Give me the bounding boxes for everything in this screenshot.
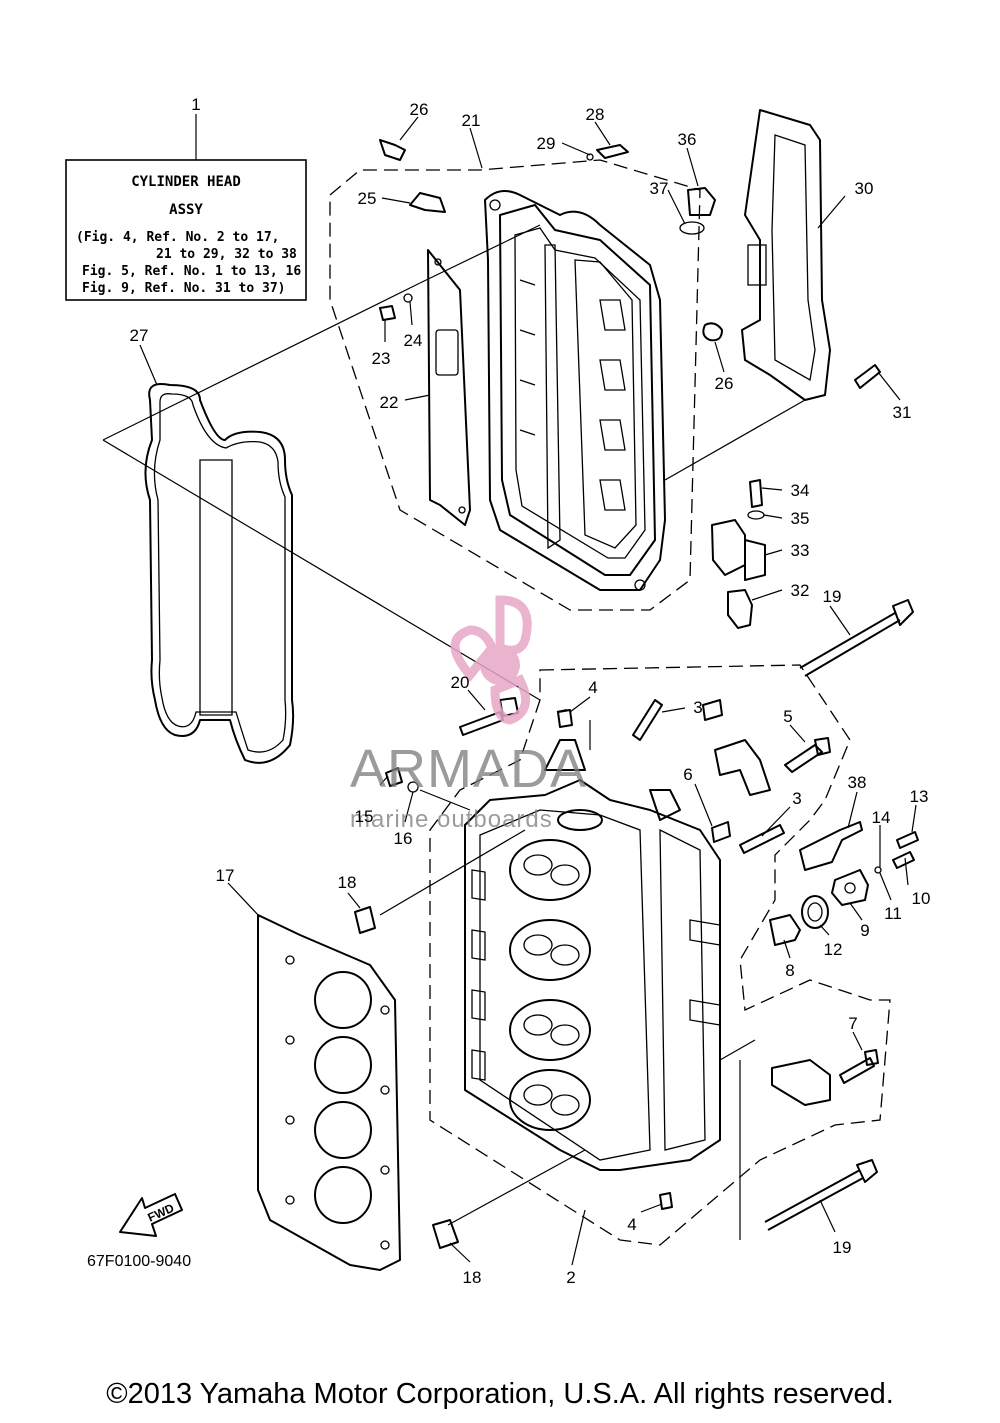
alignment-lines [102,224,806,1240]
callout-37: 37 [650,179,669,198]
fasteners-top [379,139,723,342]
anode-cover-plate [427,249,471,526]
callout-19: 19 [833,1238,852,1257]
callout-1: 1 [191,95,200,114]
copyright-notice: ©2013 Yamaha Motor Corporation, U.S.A. A… [106,1378,894,1410]
cover-gasket [144,383,295,764]
callout-14: 14 [872,808,891,827]
info-box-subtitle: ASSY [169,202,203,218]
mounting-bracket [741,109,881,401]
callout-20: 20 [451,673,470,692]
info-box-ref-line: 21 to 29, 32 to 38 [156,247,297,262]
info-box-ref-line: (Fig. 4, Ref. No. 2 to 17, [76,230,280,245]
callout-36: 36 [678,130,697,149]
callout-13: 13 [910,787,929,806]
callout-21: 21 [462,111,481,130]
forward-arrow-icon: FWD [119,1193,183,1237]
info-box-ref-line: Fig. 5, Ref. No. 1 to 13, 16 [82,264,301,279]
callout-6: 6 [683,765,692,784]
callout-9: 9 [860,921,869,940]
callout-38: 38 [848,773,867,792]
assembly-info-box: CYLINDER HEAD ASSY (Fig. 4, Ref. No. 2 t… [65,114,307,301]
callout-12: 12 [824,940,843,959]
callout-31: 31 [893,403,912,422]
watermark-tagline: marine outboards [350,806,553,833]
callout-15: 15 [355,807,374,826]
callout-numbers: 1 2 3 3 4 4 5 6 7 8 9 10 11 12 13 14 15 … [130,95,931,1287]
callout-8: 8 [785,961,794,980]
cylinder-head-gasket [257,914,401,1271]
callout-4: 4 [627,1215,636,1234]
callout-17: 17 [216,866,235,885]
callout-24: 24 [404,331,423,350]
callout-32: 32 [791,581,810,600]
fasteners-middle [354,697,831,1249]
long-bolts [764,599,914,1231]
callout-10: 10 [912,889,931,908]
watermark-logo [450,595,532,725]
callout-19: 19 [823,587,842,606]
callout-11: 11 [884,904,902,923]
callout-27: 27 [130,326,149,345]
callout-23: 23 [372,349,391,368]
callout-4: 4 [588,678,597,697]
fasteners-right [702,699,919,1106]
callout-2: 2 [566,1268,575,1287]
callout-29: 29 [537,134,556,153]
callout-3: 3 [693,698,702,717]
callout-3: 3 [792,789,801,808]
sensor-assembly [711,479,766,629]
callout-22: 22 [380,393,399,412]
callout-25: 25 [358,189,377,208]
info-box-title: CYLINDER HEAD [131,174,241,190]
callout-leaders [139,116,917,1266]
callout-18: 18 [338,873,357,892]
info-box-ref-line: Fig. 9, Ref. No. 31 to 37) [82,281,286,296]
callout-35: 35 [791,509,810,528]
watermark-brand: ARMADA [350,739,587,799]
fwd-label: FWD [146,1201,177,1225]
callout-7: 7 [848,1014,857,1033]
callout-30: 30 [855,179,874,198]
callout-26: 26 [715,374,734,393]
callout-16: 16 [394,829,413,848]
head-group-outline [429,664,891,1246]
callout-5: 5 [783,707,792,726]
callout-26: 26 [410,100,429,119]
cylinder-head-cover [484,190,666,591]
part-code: 67F0100-9040 [87,1253,191,1270]
cylinder-head [464,739,721,1171]
callout-28: 28 [586,105,605,124]
callout-33: 33 [791,541,810,560]
callout-18: 18 [463,1268,482,1287]
callout-34: 34 [791,481,810,500]
